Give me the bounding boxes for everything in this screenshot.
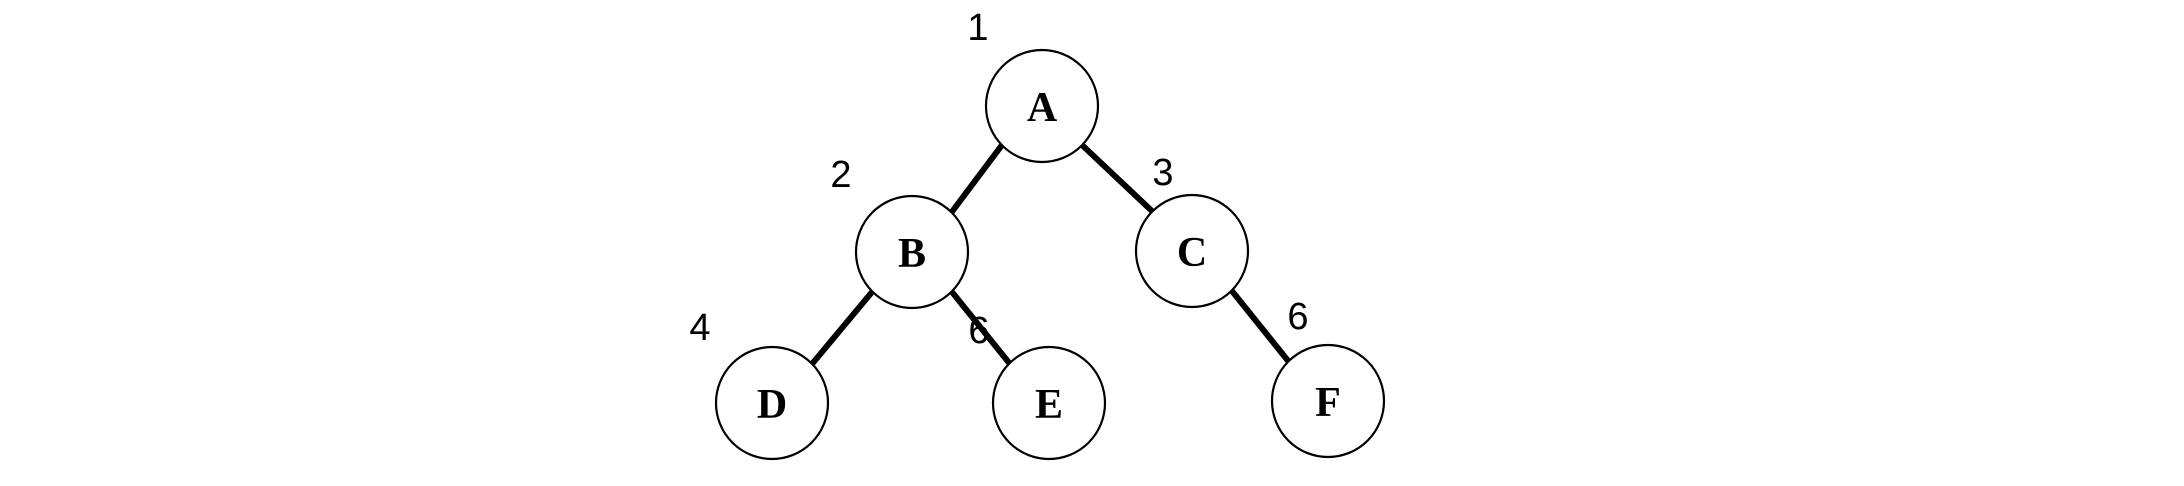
node-label-d: D [757,382,787,428]
node-d[interactable]: D [714,345,830,461]
node-circle-e[interactable] [991,345,1107,461]
node-circle-b[interactable] [854,194,970,310]
edge-a-b [948,143,1005,215]
edge-b-e [949,290,1013,366]
weight-label-a: 1 [967,7,988,49]
node-c[interactable]: C [1134,193,1250,309]
weight-label-f: 6 [1287,296,1308,338]
node-e[interactable]: E [991,345,1107,461]
weight-label-c: 3 [1152,152,1173,194]
edge-b-d [809,290,875,366]
node-circle-c[interactable] [1134,193,1250,309]
nodes-layer: A B C D E F [714,48,1386,461]
node-circle-d[interactable] [714,345,830,461]
node-label-a: A [1027,85,1058,131]
node-circle-a[interactable] [984,48,1100,164]
node-label-b: B [898,231,926,277]
node-circle-f[interactable] [1270,343,1386,459]
edge-c-f [1229,289,1292,364]
node-label-c: C [1177,230,1207,276]
weight-label-b: 2 [830,154,851,196]
edges-layer [809,142,1292,366]
node-b[interactable]: B [854,194,970,310]
weights-layer: 1 2 3 4 6 6 [689,7,1308,352]
node-a[interactable]: A [984,48,1100,164]
node-label-f: F [1315,380,1341,426]
node-label-e: E [1035,382,1063,428]
weight-label-d: 4 [689,307,710,349]
node-f[interactable]: F [1270,343,1386,459]
edge-a-c [1079,142,1156,215]
weight-label-e: 6 [968,310,989,352]
